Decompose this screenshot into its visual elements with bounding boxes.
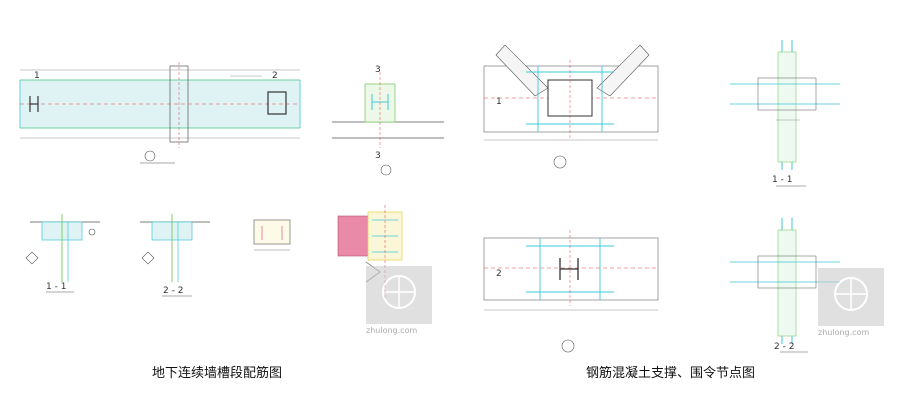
h-section-center <box>559 258 579 280</box>
joint-detail-pink <box>337 205 403 300</box>
watermark-right <box>818 268 884 326</box>
small-section-block <box>253 219 291 251</box>
strut-plan-bottom <box>483 230 659 353</box>
watermark-left <box>366 266 432 324</box>
box-section-right <box>267 91 287 115</box>
detail-label-2: 2 <box>272 71 278 81</box>
strut-plan-top <box>483 44 659 169</box>
section-label-r-2-2: 2 - 2 <box>774 342 794 352</box>
section-1-1 <box>25 214 100 293</box>
watermark-text-right: zhulong.com <box>818 328 870 337</box>
section-label-r-1-1: 1 - 1 <box>772 175 792 185</box>
detail-label-1: 1 <box>34 71 40 81</box>
detail-label-3-top: 3 <box>375 65 381 75</box>
detail-marker <box>144 150 156 162</box>
detail-label-3-bottom: 3 <box>375 151 381 161</box>
detail-label-r2: 2 <box>496 269 502 279</box>
section-r-1-1 <box>730 40 840 187</box>
section-2-2 <box>140 214 210 297</box>
section-label-1-1: 1 - 1 <box>46 282 66 292</box>
detail-label-r1: 1 <box>496 97 502 107</box>
wall-plan-strip <box>19 62 301 148</box>
left-caption: 地下连续墙槽段配筋图 <box>152 366 283 381</box>
section-r-2-2 <box>730 218 840 353</box>
watermark-text-left: zhulong.com <box>366 326 418 335</box>
section-label-2-2: 2 - 2 <box>163 286 183 296</box>
wall-detail-3 <box>332 72 444 176</box>
h-section-left <box>29 96 39 112</box>
right-caption: 钢筋混凝土支撑、围令节点图 <box>586 366 756 381</box>
